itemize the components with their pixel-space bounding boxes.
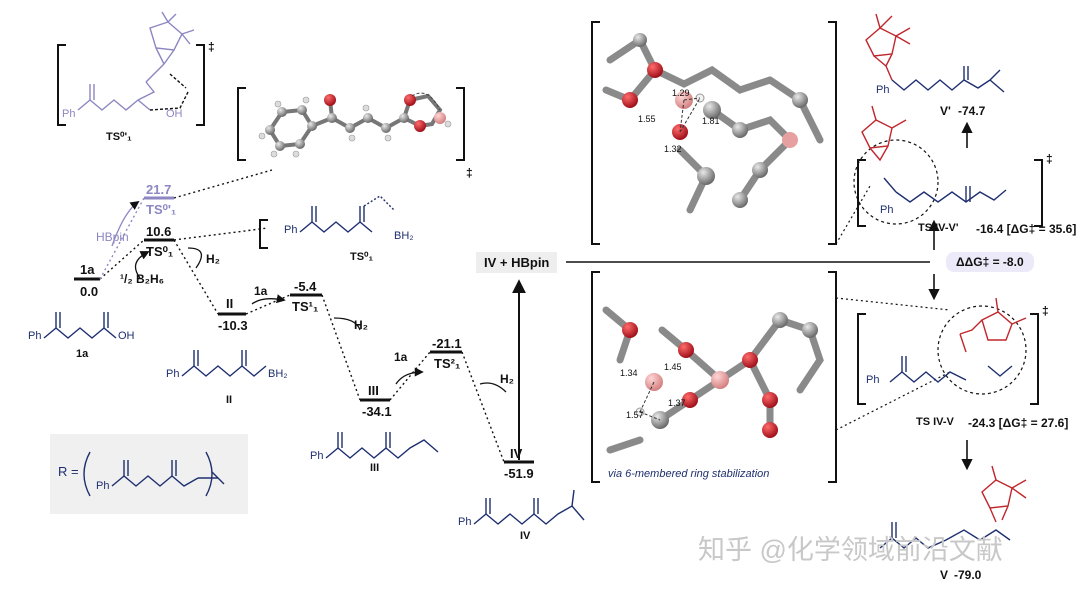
via-caption: via 6-membered ring stabilization (608, 468, 770, 480)
ts-ivvp-label: TS IV-V' (918, 222, 959, 234)
v-value: -79.0 (954, 568, 982, 582)
ph-ii: Ph (166, 368, 180, 380)
ddg-badge: ΔΔG‡ = -8.0 (946, 252, 1034, 272)
ddagger-3: ‡ (1046, 152, 1053, 166)
bond-top-3: 1.81 (702, 116, 720, 126)
caption-iv: IV (520, 530, 531, 542)
watermark: 知乎 @化学领域前沿文献 (698, 535, 1003, 565)
energy-levels (74, 238, 534, 464)
b2h6-label: ¹/₂ B₂H₆ (120, 272, 165, 286)
ts-ivvp-3d-panel (591, 21, 837, 245)
v-label: V (940, 568, 949, 582)
structure-ts-ivv (857, 297, 1039, 405)
reagent-1a-1: 1a (254, 284, 268, 298)
ts01-3d-structure (237, 87, 465, 161)
structure-v-prime (865, 13, 1005, 93)
molecule-1a (43, 312, 117, 339)
ts0p1-structure (57, 11, 205, 126)
oh-ts0p1: OH (166, 108, 183, 120)
level-connectors (99, 169, 505, 463)
caption-iii: III (370, 462, 380, 474)
bond-bottom-3: 1.57 (626, 410, 644, 420)
r-definition-structure (83, 451, 225, 497)
level-ts01-label: TS⁰₁ (146, 244, 174, 259)
level-ts01-value: 10.6 (146, 224, 172, 239)
r-equals-label: R = (58, 464, 79, 479)
molecule-ii (181, 350, 267, 377)
structure-v (879, 465, 1027, 549)
structure-ts-ivvp (853, 105, 1043, 227)
bond-bottom-2: 1.45 (664, 362, 682, 372)
level-ts21-value: -21.1 (432, 336, 462, 351)
level-iv-label: IV (510, 446, 523, 461)
ph-ts-ivv: Ph (866, 374, 880, 386)
bond-top-2: 1.55 (638, 114, 656, 124)
r-definition-panel (50, 434, 248, 514)
bond-top-1: 1.29 (672, 88, 690, 98)
ts-ivv-value: -24.3 [ΔG‡ = 27.6] (968, 416, 1069, 430)
bond-bottom-4: 1.37 (668, 398, 686, 408)
ph-ts01: Ph (284, 224, 298, 236)
ts-ivvp-value: -16.4 [ΔG‡ = 35.6] (976, 222, 1077, 236)
curved-arrows (134, 247, 507, 393)
reagent-1a-2: 1a (394, 350, 408, 364)
ph-iv: Ph (458, 516, 472, 528)
ph-1a: Ph (28, 330, 42, 342)
level-iii-label: III (368, 383, 379, 398)
level-ts11-value: -5.4 (294, 279, 317, 294)
caption-ii: II (226, 394, 233, 406)
molecule-iii (325, 432, 439, 459)
level-ts21-label: TS²₁ (434, 356, 461, 371)
level-ts0p1-value: 21.7 (146, 182, 172, 197)
level-ts11-label: TS¹₁ (292, 299, 319, 314)
ts-ivv-3d-panel (591, 271, 837, 483)
iv-hbpin-box: IV + HBpin (476, 252, 558, 273)
ddagger-2: ‡ (466, 166, 473, 180)
molecule-iv (473, 489, 585, 525)
level-ts0p1-label: TS⁰'₁ (146, 202, 177, 217)
v-prime-value: -74.7 (958, 104, 986, 118)
ddagger-4: ‡ (1042, 304, 1049, 318)
hbpin-label: HBpin (96, 230, 129, 244)
bh2-ts01: BH₂ (394, 230, 414, 242)
level-ii-label: II (226, 296, 234, 311)
ph-v-prime: Ph (876, 84, 890, 96)
level-1a-value: 0.0 (80, 284, 99, 299)
h2-label-3: H₂ (500, 372, 514, 386)
bond-top-4: 1.32 (664, 144, 682, 154)
level-1a-label: 1a (80, 262, 95, 277)
bond-bottom-1: 1.34 (620, 368, 638, 378)
oh-1a: OH (118, 330, 135, 342)
level-iii-value: -34.1 (362, 404, 392, 419)
caption-1a: 1a (76, 348, 89, 360)
level-ii-value: -10.3 (218, 318, 248, 333)
ts01-caption: TS⁰₁ (350, 251, 374, 263)
h2-label-2: H₂ (354, 318, 368, 332)
molecule-ts01 (259, 195, 395, 249)
ph-iii: Ph (310, 450, 324, 462)
bh2-ii: BH₂ (268, 368, 288, 380)
h2-label-1: H₂ (206, 252, 220, 266)
ph-r: Ph (96, 480, 110, 492)
ddagger-1: ‡ (208, 40, 215, 54)
level-iv-value: -51.9 (504, 466, 534, 481)
ph-ts0p1: Ph (62, 108, 76, 120)
ts-ivv-label: TS IV-V (916, 416, 954, 428)
v-prime-label: V' (940, 104, 951, 118)
ts0p1-caption: TS⁰'₁ (106, 131, 132, 143)
ph-ts-ivvp: Ph (880, 204, 894, 216)
panel-connectors (835, 185, 951, 431)
